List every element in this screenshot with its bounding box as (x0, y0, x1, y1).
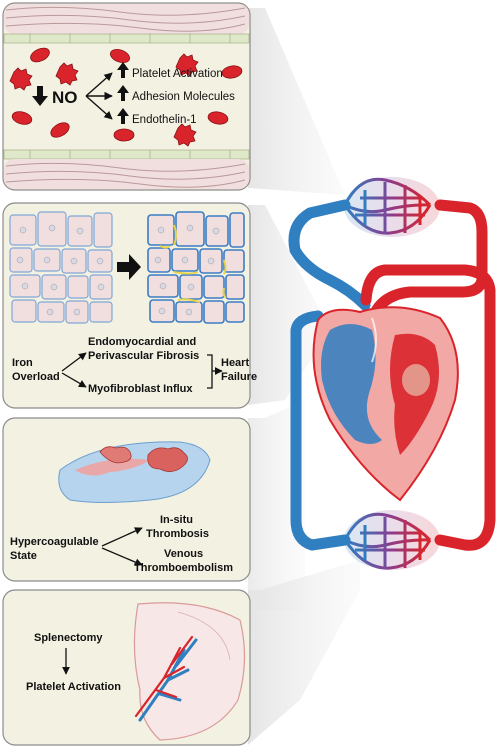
no-branch-arrows (85, 72, 113, 120)
fibrosis-label-line1: Endomyocardial and (88, 336, 196, 348)
insitu-label-line1: In-situ (160, 514, 193, 526)
red-blood-cells (11, 47, 243, 142)
hypercoag-label-line2: State (10, 550, 37, 562)
venous-label-line2: Thromboembolism (134, 562, 233, 574)
fibrosis-label-line2: Perivascular Fibrosis (88, 350, 199, 362)
platelet-activation-label: Platelet Activation (26, 681, 121, 693)
myocardium-normal (9, 211, 113, 324)
connector-fans (248, 8, 360, 745)
splenic-vessels (134, 635, 198, 722)
panel-hypercoagulable: Hypercoagulable State In-situ Thrombosis… (2, 417, 251, 582)
myofibroblast-label: Myofibroblast Influx (88, 383, 193, 395)
heart-failure-line2: Failure (221, 371, 257, 383)
splenectomy-label: Splenectomy (34, 632, 103, 644)
myocardium-nuclei-right (154, 224, 220, 316)
iron-label-line1: Iron (12, 357, 33, 369)
effect-adhesion-molecules: Adhesion Molecules (132, 91, 235, 103)
panel-splenectomy: Splenectomy Platelet Activation (2, 589, 251, 746)
circulation-diagram (288, 177, 496, 570)
progression-arrow-icon (117, 254, 141, 280)
venous-label-line1: Venous (164, 548, 203, 560)
iron-branch-arrows (61, 352, 87, 388)
myocardium-nuclei-left (16, 224, 105, 316)
no-label: NO (52, 88, 78, 107)
fibrosis-strands (159, 224, 227, 303)
arterial-circuit (360, 199, 496, 551)
convergence-bracket (207, 354, 223, 389)
hypercoag-label-line1: Hypercoagulable (10, 536, 99, 548)
decrease-arrow-icon (32, 86, 48, 106)
increase-arrow-icons (117, 62, 129, 124)
hypercoag-branch-arrows (101, 527, 143, 566)
effect-platelet-activation: Platelet Activation (132, 68, 223, 80)
vessel-wall-top (3, 4, 250, 44)
venous-circuit (288, 199, 371, 551)
effect-endothelin-1: Endothelin-1 (132, 114, 197, 126)
upper-capillary-bed (343, 177, 440, 237)
activated-platelets (9, 53, 199, 147)
thrombosed-vessel (58, 441, 211, 503)
spleen-outline (133, 602, 246, 741)
heart-failure-line1: Heart (221, 357, 249, 369)
panel-vessel-no: NO Platelet Activation Adhesion Molecule… (2, 2, 251, 191)
heart-icon (312, 306, 459, 502)
lower-capillary-bed (343, 510, 440, 570)
insitu-label-line2: Thrombosis (146, 528, 209, 540)
iron-label-line2: Overload (12, 371, 60, 383)
vessel-wall-bottom (3, 149, 250, 189)
panel-iron-overload: Iron Overload Endomyocardial and Perivas… (2, 202, 257, 409)
